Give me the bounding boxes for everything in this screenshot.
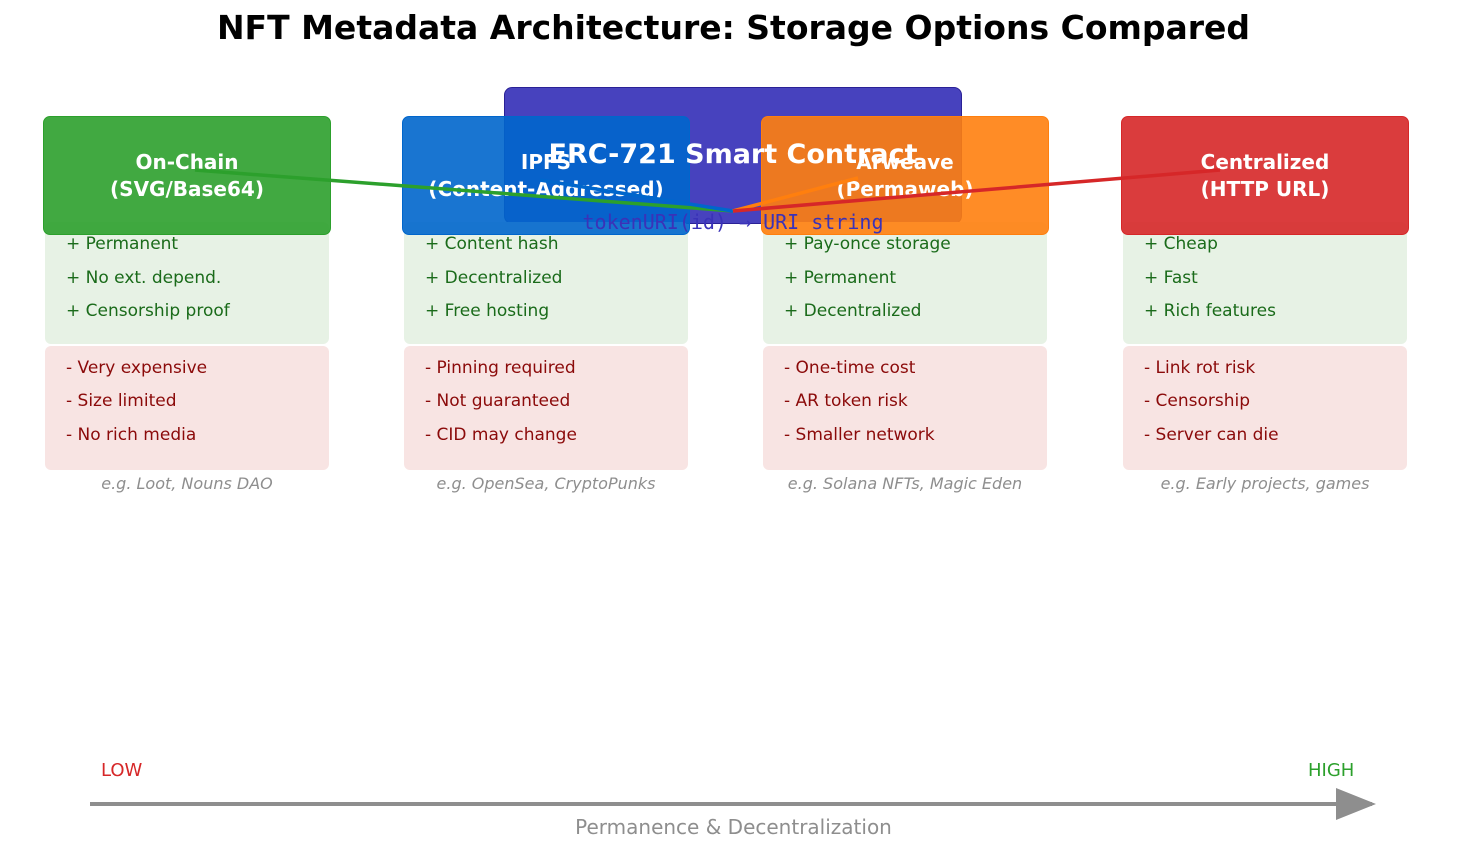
arweave-cons: - One-time cost - AR token risk - Smalle… [763,346,1047,470]
pro-item: + Permanent [66,234,179,254]
pro-item: + Pay-once storage [784,234,951,254]
arweave-example: e.g. Solana NFTs, Magic Eden [787,474,1023,493]
con-item: - Size limited [66,391,177,411]
scale-axis-label: Permanence & Decentralization [575,815,892,839]
arweave-subtitle: (Permaweb) [836,176,974,201]
on-chain-title: On-Chain [135,149,239,174]
pro-item: + Cheap [1144,234,1218,254]
scale-low-label: LOW [101,760,143,781]
smart-contract-title: ERC-721 Smart Contract [548,139,918,170]
arweave-pros: + Pay-once storage + Permanent + Decentr… [763,222,1047,344]
on-chain-cons: - Very expensive - Size limited - No ric… [45,346,329,470]
con-item: - Smaller network [784,425,935,445]
on-chain-header: On-Chain (SVG/Base64) [43,116,331,235]
pro-item: + Rich features [1144,301,1276,321]
ipfs-cons: - Pinning required - Not guaranteed - CI… [404,346,688,470]
pro-item: + Fast [1144,268,1198,288]
centralized-cons: - Link rot risk - Censorship - Server ca… [1123,346,1407,470]
con-item: - AR token risk [784,391,908,411]
centralized-subtitle: (HTTP URL) [1200,176,1330,201]
pro-item: + Permanent [784,268,897,288]
con-item: - Very expensive [66,358,208,378]
diagram-title: NFT Metadata Architecture: Storage Optio… [216,8,1251,47]
con-item: - Not guaranteed [425,391,571,411]
centralized-pros: + Cheap + Fast + Rich features [1123,222,1407,344]
token-uri-label: tokenURI(id) → URI string [582,210,884,234]
con-item: - Server can die [1144,425,1279,445]
pro-item: + Content hash [425,234,559,254]
centralized-header: Centralized (HTTP URL) [1121,116,1409,235]
ipfs-subtitle: (Content-Addressed) [428,176,664,201]
ipfs-pros: + Content hash + Decentralized + Free ho… [404,222,688,344]
con-item: - Link rot risk [1144,358,1256,378]
pro-item: + Decentralized [784,301,922,321]
scale-high-label: HIGH [1308,760,1355,781]
on-chain-subtitle: (SVG/Base64) [110,176,264,201]
con-item: - Censorship [1144,391,1251,411]
pro-item: + Free hosting [425,301,550,321]
con-item: - No rich media [66,425,197,445]
on-chain-example: e.g. Loot, Nouns DAO [101,474,273,493]
ipfs-example: e.g. OpenSea, CryptoPunks [436,474,656,493]
con-item: - Pinning required [425,358,576,378]
pro-item: + Decentralized [425,268,563,288]
centralized-title: Centralized [1200,149,1330,174]
centralized-example: e.g. Early projects, games [1160,474,1370,493]
pro-item: + Censorship proof [66,301,230,321]
con-item: - One-time cost [784,358,916,378]
pro-item: + No ext. depend. [66,268,222,288]
on-chain-pros: + Permanent + No ext. depend. + Censorsh… [45,222,329,344]
con-item: - CID may change [425,425,577,445]
